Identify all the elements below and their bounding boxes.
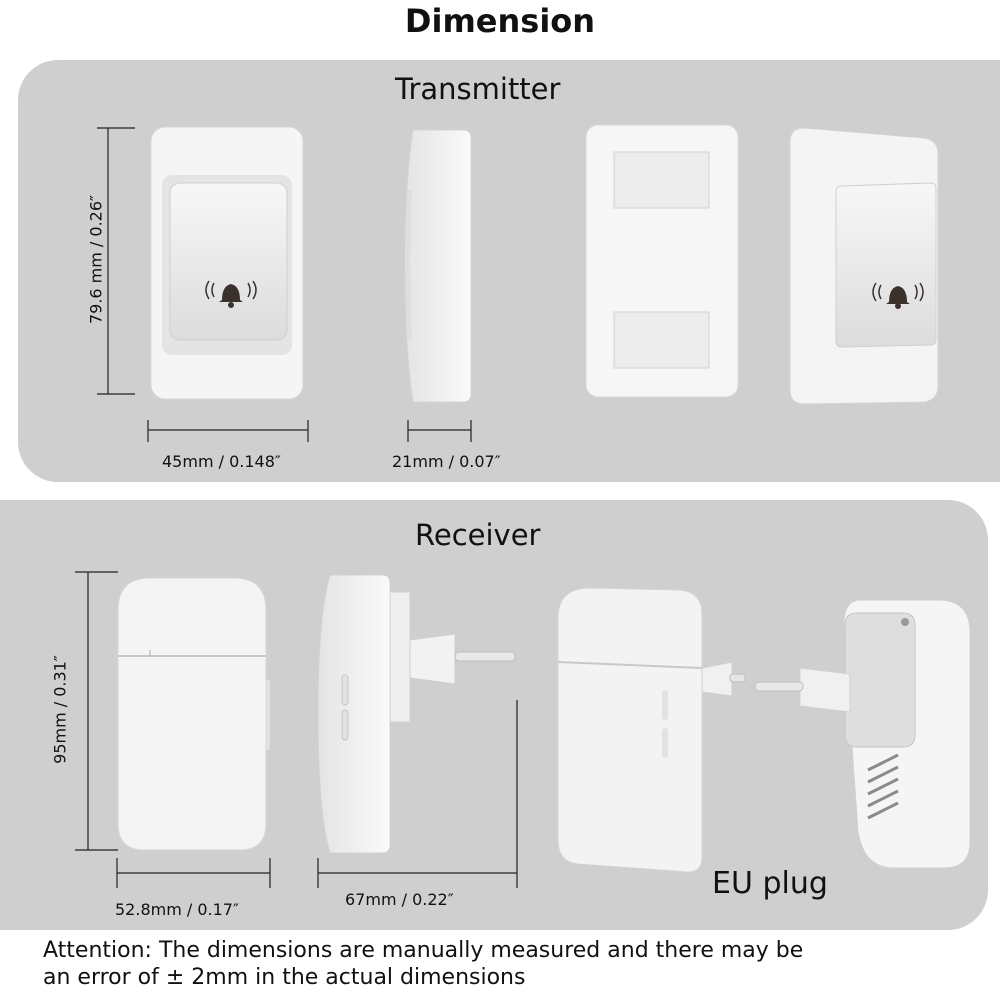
transmitter-dimension-lines <box>97 127 472 442</box>
eu-plug-label: EU plug <box>712 866 828 901</box>
receiver-front <box>117 577 270 851</box>
receiver-width-label: 52.8mm / 0.17″ <box>115 900 239 919</box>
receiver-dimension-lines <box>75 571 518 888</box>
transmitter-front <box>150 126 304 400</box>
receiver-side <box>317 574 516 854</box>
attention-line-2: an error of ± 2mm in the actual dimensio… <box>43 965 526 990</box>
attention-note: Attention: The dimensions are manually m… <box>43 937 983 991</box>
receiver-depth-label: 67mm / 0.22″ <box>345 890 454 909</box>
transmitter-height-label: 79.6 mm / 0.26″ <box>86 194 106 325</box>
transmitter-side <box>404 129 472 403</box>
transmitter-angled <box>789 127 939 405</box>
transmitter-back <box>585 124 739 398</box>
receiver-height-label: 95mm / 0.31″ <box>50 655 70 764</box>
eu-plug-socket <box>754 599 971 869</box>
transmitter-heading: Transmitter <box>395 72 561 106</box>
page-title: Dimension <box>404 2 596 40</box>
bell-icon <box>872 282 924 309</box>
transmitter-width-label: 45mm / 0.148″ <box>162 452 281 471</box>
transmitter-depth-label: 21mm / 0.07″ <box>392 452 501 471</box>
bell-icon <box>205 280 257 308</box>
attention-line-1: Attention: The dimensions are manually m… <box>43 938 804 963</box>
receiver-angled <box>557 587 746 873</box>
receiver-heading: Receiver <box>415 518 541 552</box>
